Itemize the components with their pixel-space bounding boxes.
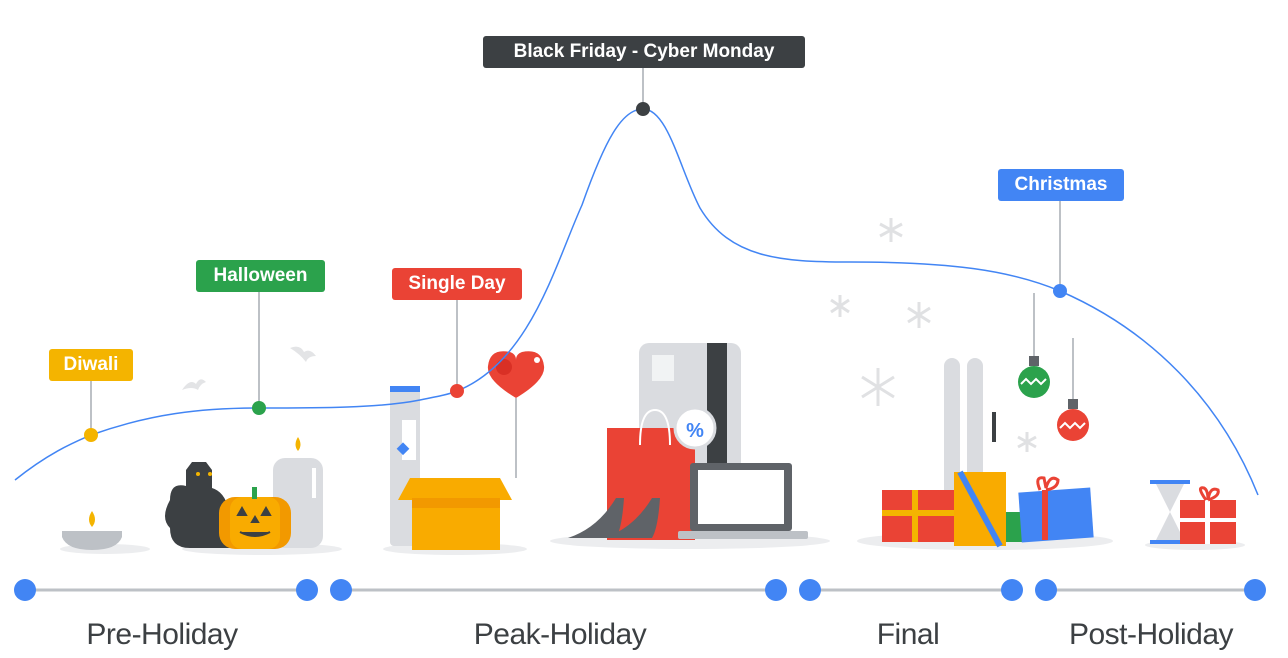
timeline-dot (14, 579, 36, 601)
timeline-dot (330, 579, 352, 601)
timeline-dot (1035, 579, 1057, 601)
timeline-dot (296, 579, 318, 601)
phase-label-pre-holiday: Pre-Holiday (86, 618, 238, 651)
timeline-dot (1244, 579, 1266, 601)
timeline-dot (1001, 579, 1023, 601)
shopping-demand-curve (14, 108, 1259, 496)
snowflake-icon (830, 218, 1037, 452)
halloween-label: Halloween (196, 260, 325, 292)
single-day-marker (450, 384, 464, 398)
single-day-label: Single Day (392, 268, 522, 300)
post-holiday-illustration (1150, 480, 1236, 544)
black-friday-cyber-monday-label: Black Friday - Cyber Monday (483, 36, 805, 68)
percent-icon: % (686, 420, 704, 442)
timeline-dot (765, 579, 787, 601)
single-day-illustration (390, 351, 545, 550)
diwali-label: Diwali (49, 349, 133, 381)
christmas-marker (1053, 284, 1067, 298)
bat-icon (182, 346, 316, 390)
label-connectors (90, 68, 1061, 435)
phase-label-peak-holiday: Peak-Holiday (473, 618, 647, 651)
phase-label-post-holiday: Post-Holiday (1068, 618, 1234, 651)
diwali-marker (84, 428, 98, 442)
christmas-label: Christmas (998, 169, 1124, 201)
phase-label-final: Final (876, 618, 940, 651)
halloween-marker (252, 401, 266, 415)
diwali-lamp-illustration (62, 511, 122, 550)
timeline-dot (799, 579, 821, 601)
black-friday-illustration: % (568, 343, 808, 540)
phase-timeline (14, 579, 1266, 601)
final-gifts-illustration (882, 293, 1094, 548)
halloween-illustration (165, 437, 323, 549)
black-friday-marker (636, 102, 650, 116)
